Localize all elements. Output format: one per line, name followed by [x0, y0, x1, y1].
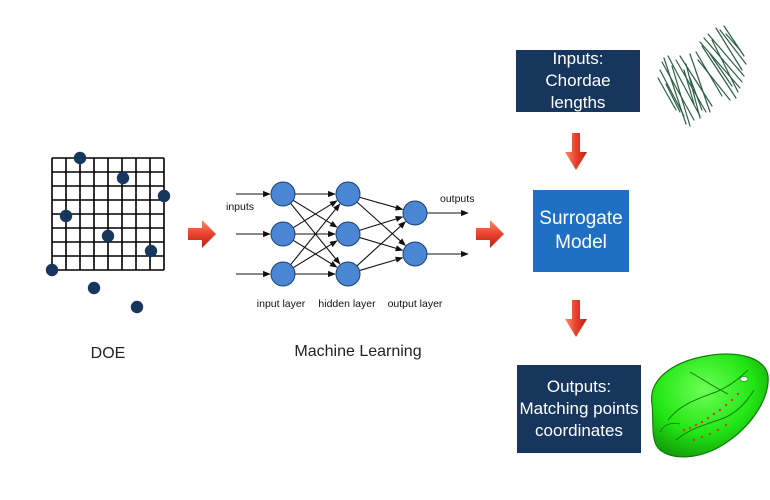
- nn-connection: [292, 240, 338, 269]
- doe-sample-dot: [73, 151, 87, 165]
- hidden-layer-label: hidden layer: [318, 298, 376, 310]
- outputs-box-line3: coordinates: [535, 421, 623, 440]
- neural-network: [236, 181, 469, 287]
- nn-node: [335, 261, 361, 287]
- chordae-illustration: [657, 25, 747, 127]
- nn-connection: [359, 196, 404, 211]
- doe-sample-dot: [130, 300, 144, 314]
- nn-node: [270, 221, 296, 247]
- nn-connection: [292, 200, 338, 229]
- nn-outputs-label: outputs: [440, 193, 474, 205]
- nn-node: [270, 181, 296, 207]
- doe-sample-dot: [101, 229, 115, 243]
- outputs-box-line2: Matching points: [519, 399, 639, 418]
- input-layer-label: input layer: [257, 298, 306, 310]
- outputs-box-title: Outputs:: [546, 377, 612, 396]
- inputs-box-title: Inputs:: [552, 49, 604, 68]
- machine-learning-label: Machine Learning: [294, 343, 421, 360]
- doe-sample-dot: [87, 281, 101, 295]
- arrow-surrogate-to-outputs: [565, 300, 587, 337]
- doe-grid: [45, 151, 171, 314]
- doe-label: DOE: [91, 345, 126, 362]
- doe-sample-dot: [45, 263, 59, 277]
- nn-connection: [290, 203, 341, 266]
- nn-node: [402, 241, 428, 267]
- nn-connection: [359, 216, 404, 231]
- nn-node: [335, 221, 361, 247]
- mitral-mesh-illustration: [651, 353, 769, 458]
- output-layer-label: output layer: [388, 298, 443, 310]
- doe-sample-dot: [157, 189, 171, 203]
- nn-node: [402, 200, 428, 226]
- surrogate-box-line1: Surrogate: [539, 208, 623, 229]
- doe-sample-dot: [116, 171, 130, 185]
- doe-sample-dot: [144, 244, 158, 258]
- nn-node: [270, 261, 296, 287]
- arrow-doe-to-ml: [188, 220, 216, 248]
- inputs-box-subtitle: Chordae lengths: [545, 71, 611, 112]
- surrogate-box-line2: Model: [555, 232, 607, 253]
- nn-node: [335, 181, 361, 207]
- nn-inputs-label: inputs: [226, 201, 254, 213]
- nn-connection: [356, 221, 406, 267]
- arrow-inputs-to-surrogate: [565, 133, 587, 170]
- nn-connection: [359, 256, 404, 272]
- outputs-box: Outputs: Matching points coordinates: [517, 365, 641, 453]
- doe-sample-dot: [59, 209, 73, 223]
- surrogate-model-box: Surrogate Model: [533, 190, 629, 272]
- inputs-box: Inputs: Chordae lengths: [516, 49, 640, 112]
- arrow-ml-to-surrogate: [476, 220, 504, 248]
